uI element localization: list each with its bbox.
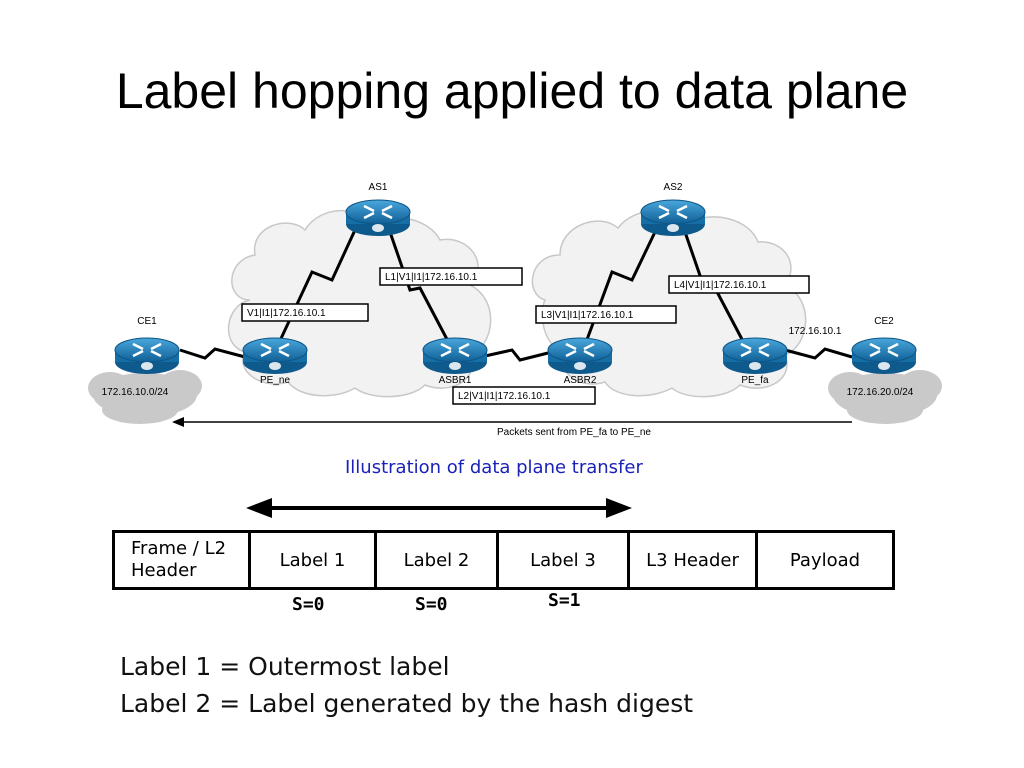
left-subnet-label: 172.16.10.0/24 xyxy=(102,387,169,398)
legend-line-1: Label 1 = Outermost label xyxy=(120,652,450,681)
ce2-label: CE2 xyxy=(874,316,894,327)
link-ce1-pe-ne xyxy=(179,347,246,360)
asbr2-label: ASBR2 xyxy=(564,375,597,386)
router-asbr1 xyxy=(421,336,489,376)
pe-fa-label: PE_fa xyxy=(741,375,769,386)
s-bit-label-1: S=0 xyxy=(292,594,325,615)
label-box-l2: L2|V1|I1|172.16.10.1 xyxy=(452,386,596,405)
packet-direction-arrow xyxy=(172,417,852,427)
s-bit-label-3: S=1 xyxy=(548,590,581,611)
router-pe-ne xyxy=(241,336,309,376)
pe-ne-label: PE_ne xyxy=(260,375,290,386)
frame-cell-l2-header: Frame / L2 Header xyxy=(115,533,251,587)
as2-label: AS2 xyxy=(664,182,683,193)
router-as1 xyxy=(344,198,412,238)
svg-text:L2|V1|I1|172.16.10.1: L2|V1|I1|172.16.10.1 xyxy=(458,391,551,402)
ip-label: 172.16.10.1 xyxy=(789,326,842,337)
left-subnet-cloud xyxy=(88,370,202,424)
right-subnet-cloud xyxy=(828,370,942,424)
link-asbr1-asbr2 xyxy=(484,348,549,362)
router-as2 xyxy=(639,198,707,238)
svg-text:V1|I1|172.16.10.1: V1|I1|172.16.10.1 xyxy=(247,308,326,319)
label-box-v1: V1|I1|172.16.10.1 xyxy=(241,303,369,322)
router-ce1 xyxy=(113,336,181,376)
label-box-l4: L4|V1|I1|172.16.10.1 xyxy=(668,275,810,294)
as1-label: AS1 xyxy=(369,182,388,193)
router-asbr2 xyxy=(546,336,614,376)
router-ce2 xyxy=(850,336,918,376)
diagram-caption: Illustration of data plane transfer xyxy=(345,457,643,478)
packet-arrow-label: Packets sent from PE_fa to PE_ne xyxy=(497,427,651,438)
slide-title: Label hopping applied to data plane xyxy=(115,63,909,119)
frame-cell-label-3: Label 3 xyxy=(499,533,630,587)
label-stack-arrow xyxy=(246,498,632,518)
link-as1-asbr1 xyxy=(388,231,452,346)
legend: Label 1 = Outermost label Label 2 = Labe… xyxy=(120,648,693,722)
label-box-l3: L3|V1|I1|172.16.10.1 xyxy=(535,305,677,324)
ce1-label: CE1 xyxy=(137,316,157,327)
frame-cell-payload: Payload xyxy=(789,549,861,571)
link-pe-fa-ce2 xyxy=(784,347,853,360)
s-bit-label-2: S=0 xyxy=(415,594,448,615)
frame-cell-label-2: Label 2 xyxy=(377,533,499,587)
svg-text:L1|V1|I1|172.16.10.1: L1|V1|I1|172.16.10.1 xyxy=(385,272,478,283)
asbr1-label: ASBR1 xyxy=(439,375,472,386)
svg-text:L3|V1|I1|172.16.10.1: L3|V1|I1|172.16.10.1 xyxy=(541,310,634,321)
legend-line-2: Label 2 = Label generated by the hash di… xyxy=(120,689,694,718)
frame-cell-label-1: Label 1 xyxy=(251,533,377,587)
frame-cell-l3-header: L3 Header xyxy=(630,533,758,587)
right-subnet-label: 172.16.20.0/24 xyxy=(847,387,914,398)
router-pe-fa xyxy=(721,336,789,376)
packet-frame: Frame / L2 Header Label 1 Label 2 Label … xyxy=(112,530,895,590)
label-box-l1: L1|V1|I1|172.16.10.1 xyxy=(379,267,523,286)
svg-text:L4|V1|I1|172.16.10.1: L4|V1|I1|172.16.10.1 xyxy=(674,280,767,291)
